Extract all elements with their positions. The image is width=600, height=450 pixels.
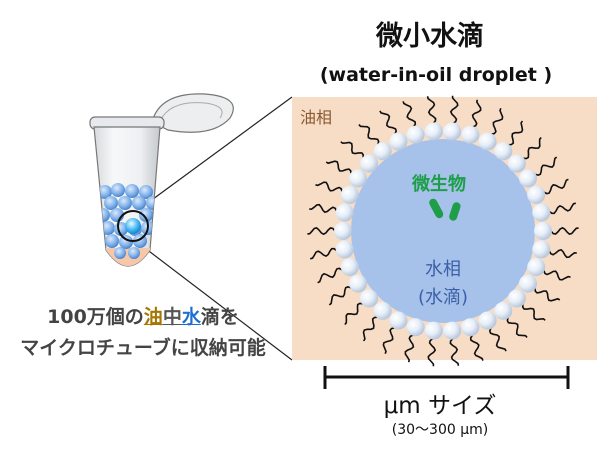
highlighted-droplet xyxy=(125,218,141,234)
surfactant-tail xyxy=(490,108,504,136)
oil-phase-label: 油相 xyxy=(300,108,333,127)
surfactant-tail xyxy=(307,227,336,236)
zoom-line-top xyxy=(133,96,293,214)
surfactant-head xyxy=(534,222,552,240)
keyword-oil: 油 xyxy=(143,306,163,328)
microbe-icon xyxy=(429,198,461,221)
caption-line-1: 100万個の油中水滴を xyxy=(47,302,239,329)
water-droplet xyxy=(351,139,535,323)
surfactant-head xyxy=(527,185,546,204)
surfactant-tail xyxy=(522,303,546,321)
surfactant-tail xyxy=(488,327,507,352)
surfactant-head xyxy=(532,240,551,259)
surfactant-tail xyxy=(534,156,558,176)
surfactant-layer xyxy=(334,122,552,340)
surfactant-tails xyxy=(307,95,579,367)
caption-suffix: 滴を xyxy=(200,306,239,328)
surfactant-tail xyxy=(309,247,338,260)
caption-prefix: 100万個の xyxy=(47,306,144,328)
surfactant-tail xyxy=(309,203,338,214)
surfactant-head xyxy=(406,125,425,144)
surfactant-head xyxy=(334,222,352,240)
surfactant-head xyxy=(461,318,480,337)
surfactant-head xyxy=(443,122,462,141)
surfactant-head xyxy=(478,311,497,330)
surfactant-tail xyxy=(506,317,528,338)
surfactant-head xyxy=(340,258,359,277)
surfactant-tail xyxy=(404,334,415,363)
surfactant-head xyxy=(494,301,513,320)
surfactant-head xyxy=(519,274,537,293)
surfactant-head xyxy=(406,318,425,337)
surfactant-head xyxy=(478,132,497,151)
surfactant-head xyxy=(373,301,392,320)
surfactant-head xyxy=(507,289,526,308)
surfactant-head xyxy=(532,203,551,222)
microbe-label: 微生物 xyxy=(412,174,466,195)
surfactant-tail xyxy=(508,120,524,146)
water-phase-sublabel: (水滴) xyxy=(417,287,469,308)
surfactant-head xyxy=(461,125,480,144)
surfactant-head xyxy=(507,154,526,173)
surfactant-tail xyxy=(469,334,484,361)
keyword-water: 水 xyxy=(181,306,201,328)
surfactant-tail xyxy=(534,287,561,302)
surfactant-tail xyxy=(542,269,571,281)
surfactant-head xyxy=(527,258,546,277)
surfactant-head xyxy=(360,289,379,308)
surfactant-tail xyxy=(340,141,364,159)
title: 微小水滴 xyxy=(376,21,484,52)
surfactant-head xyxy=(424,122,443,141)
surfactant-tail xyxy=(543,178,569,195)
surfactant-head xyxy=(389,311,408,330)
surfactant-tail xyxy=(328,286,352,306)
size-scale-bar xyxy=(323,366,570,389)
surfactant-head xyxy=(494,142,513,161)
surfactant-tail xyxy=(317,267,343,284)
surfactant-tail xyxy=(362,316,378,342)
caption-line-2: マイクロチューブに収納可能 xyxy=(20,337,266,359)
surfactant-tail xyxy=(449,95,459,125)
surfactant-head xyxy=(335,203,354,222)
surfactant-head xyxy=(424,321,443,340)
surfactant-tail xyxy=(449,337,460,366)
micro-tube-icon xyxy=(89,93,234,267)
surfactant-tail xyxy=(379,110,398,135)
surfactant-tail xyxy=(550,226,579,235)
surfactant-tail xyxy=(426,96,437,125)
surfactant-tail xyxy=(548,248,577,259)
size-label: μm サイズ xyxy=(383,393,497,419)
surfactant-head xyxy=(373,142,392,161)
surfactant-head xyxy=(349,274,367,293)
surfactant-tail xyxy=(427,337,437,367)
surfactant-tail xyxy=(522,136,542,160)
surfactant-head xyxy=(360,154,379,173)
zoom-circle xyxy=(117,210,149,242)
subtitle: (water-in-oil droplet ) xyxy=(319,64,553,86)
surfactant-tail xyxy=(358,124,380,145)
surfactant-head xyxy=(335,240,354,259)
surfactant-tail xyxy=(471,99,482,128)
water-phase-label: 水相 xyxy=(425,259,461,280)
surfactant-head xyxy=(519,169,537,188)
surfactant-tail xyxy=(315,181,344,193)
surfactant-tail xyxy=(325,160,352,175)
surfactant-head xyxy=(443,321,462,340)
surfactant-tail xyxy=(382,326,396,354)
surfactant-head xyxy=(349,169,367,188)
surfactant-head xyxy=(389,132,408,151)
size-range: (30〜300 μm) xyxy=(391,422,489,438)
surfactant-head xyxy=(340,185,359,204)
surfactant-tail xyxy=(548,202,577,215)
surfactant-tail xyxy=(344,302,364,326)
keyword-middle: 中 xyxy=(162,306,182,328)
zoom-line-bottom xyxy=(136,241,293,361)
surfactant-tail xyxy=(402,101,417,128)
